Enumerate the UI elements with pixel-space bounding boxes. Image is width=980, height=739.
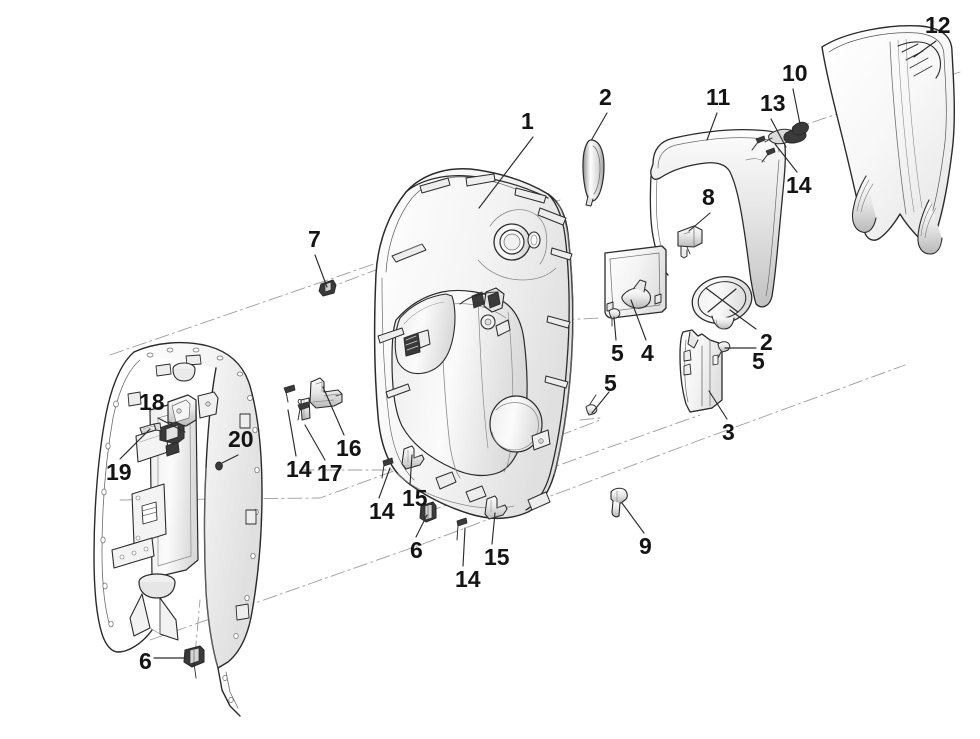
callout-number-2: 2 <box>599 84 612 110</box>
callout-leader-11 <box>706 112 718 141</box>
callout-leader-19 <box>119 428 151 460</box>
callout-leader-9 <box>621 502 645 534</box>
callout-leader-18 <box>157 417 186 433</box>
callout-number-5: 5 <box>604 370 617 396</box>
callout-number-7: 7 <box>308 226 321 252</box>
callout-number-14: 14 <box>455 566 481 592</box>
callout-number-15: 15 <box>484 544 510 570</box>
callout-number-3: 3 <box>722 419 735 445</box>
callout-number-9: 9 <box>639 533 652 559</box>
callout-number-12: 12 <box>925 12 951 38</box>
callout-leader-7 <box>314 254 328 288</box>
callout-leader-14 <box>378 467 391 499</box>
callout-leader-6 <box>415 514 428 538</box>
callout-number-5: 5 <box>611 340 624 366</box>
callout-leader-12 <box>913 40 937 58</box>
callout-leader-4 <box>630 299 647 341</box>
callout-leader-2 <box>729 309 757 330</box>
callout-leader-14 <box>287 409 297 457</box>
callout-leader-15 <box>409 454 413 486</box>
callout-number-13: 13 <box>760 90 786 116</box>
callout-number-18: 18 <box>139 389 165 415</box>
callout-leader-3 <box>708 390 728 420</box>
callout-number-14: 14 <box>786 172 812 198</box>
callout-leader-20 <box>221 454 239 464</box>
callout-leader-1 <box>478 136 534 209</box>
callout-leader-5 <box>591 391 610 414</box>
callout-number-15: 15 <box>402 485 428 511</box>
callout-leader-10 <box>792 88 801 125</box>
callout-number-14: 14 <box>369 498 395 524</box>
callout-leader-14 <box>462 527 466 567</box>
callout-leader-8 <box>688 212 711 232</box>
callout-number-4: 4 <box>641 340 654 366</box>
callout-number-5: 5 <box>752 348 765 374</box>
callout-number-2: 2 <box>760 329 773 355</box>
callout-number-11: 11 <box>706 84 731 110</box>
callout-number-17: 17 <box>317 460 343 486</box>
callout-leader-2 <box>591 112 608 140</box>
callout-leader-14 <box>774 143 798 173</box>
callout-number-19: 19 <box>106 459 132 485</box>
callout-leader-13 <box>770 118 787 148</box>
callout-leader-5 <box>613 316 617 341</box>
callout-number-20: 20 <box>228 426 254 452</box>
callout-leader-17 <box>304 424 326 461</box>
callout-number-10: 10 <box>782 60 808 86</box>
callout-number-14: 14 <box>286 456 312 482</box>
callout-number-8: 8 <box>702 184 715 210</box>
callout-leader-15 <box>491 512 496 545</box>
callout-number-6: 6 <box>410 537 423 563</box>
callout-number-1: 1 <box>521 108 534 134</box>
callout-number-6: 6 <box>139 648 152 674</box>
callout-number-16: 16 <box>336 435 362 461</box>
callout-leader-16 <box>322 386 345 436</box>
